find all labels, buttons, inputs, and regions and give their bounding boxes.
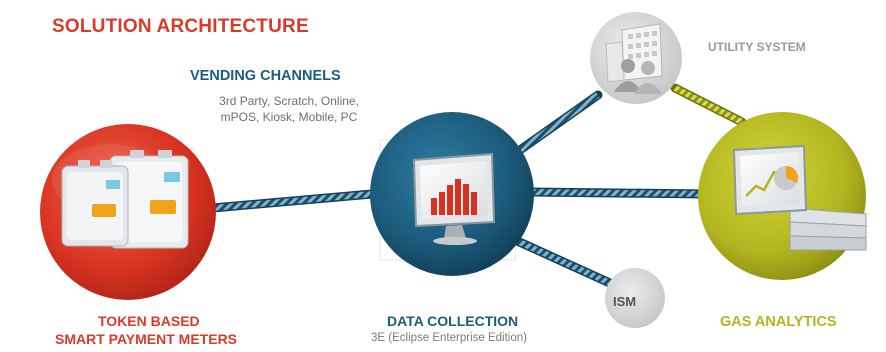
meters-label-line1: TOKEN BASED xyxy=(98,313,200,329)
people-icon xyxy=(614,59,662,94)
meters-label-line2: SMART PAYMENT METERS xyxy=(55,331,238,347)
vending-channels-title: VENDING CHANNELS xyxy=(190,68,341,84)
utility-system-node xyxy=(590,12,682,104)
gas-analytics-node xyxy=(698,112,867,280)
gas-meter-icon xyxy=(61,150,189,249)
monitor-chart-icon xyxy=(412,152,496,245)
connector-datacollection-to-ism xyxy=(510,235,617,289)
connector-datacollection-to-utility xyxy=(515,90,603,155)
data-collection-node xyxy=(370,112,534,276)
monitor-analytics-icon xyxy=(732,144,808,216)
connector-datacollection-to-gas xyxy=(525,187,713,199)
ism-label: ISM xyxy=(613,294,637,309)
utility-system-label: UTILITY SYSTEM xyxy=(708,40,806,54)
gas-analytics-label: GAS ANALYTICS xyxy=(720,314,837,330)
connector-meters-to-datacollection xyxy=(185,189,377,215)
vending-channels-line1: 3rd Party, Scratch, Online, xyxy=(219,94,359,108)
data-collection-label: DATA COLLECTION xyxy=(387,313,519,329)
meters-node xyxy=(40,124,216,300)
page-title: SOLUTION ARCHITECTURE xyxy=(52,16,309,37)
data-collection-subtitle: 3E (Eclipse Enterprise Edition) xyxy=(371,332,527,344)
server-stack-icon xyxy=(789,207,867,251)
connector-utility-to-gas xyxy=(670,83,747,127)
vending-channels-line2: mPOS, Kiosk, Mobile, PC xyxy=(220,110,358,124)
vending-channels-list: 3rd Party, Scratch, Online, mPOS, Kiosk,… xyxy=(189,93,389,125)
ism-node xyxy=(605,268,665,328)
